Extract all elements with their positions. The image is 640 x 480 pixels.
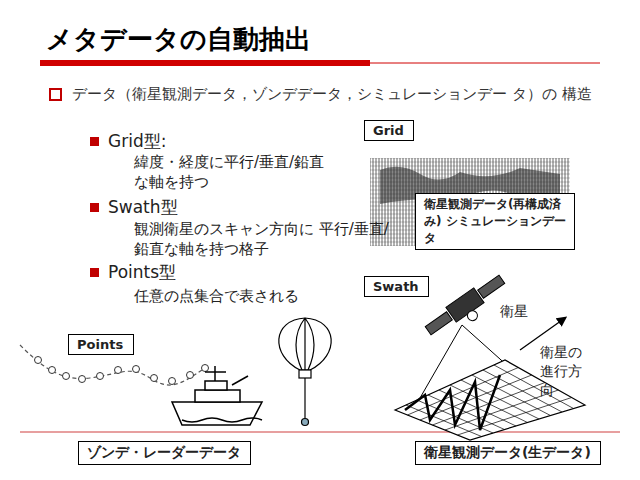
title-bar xyxy=(40,60,370,66)
bullet-text: データ（衛星観測データ，ゾンデデータ，シミュレーションデー タ）の 構造 xyxy=(72,84,592,104)
ship xyxy=(172,366,262,425)
node-text: 衛星観測データ(生データ) xyxy=(424,444,592,462)
node-text: ゾンデ・レーダーデータ xyxy=(87,444,242,462)
satellite xyxy=(423,272,512,346)
caption-box: 衛星観測データ(再構成済み) シミュレーションデータ xyxy=(415,193,575,250)
type-box: Grid xyxy=(364,120,414,141)
bullet-heading: Swath型 xyxy=(108,196,228,219)
node-text: 衛星観測データ(再構成済み) シミュレーションデータ xyxy=(424,196,566,247)
node-text: Points xyxy=(77,337,125,352)
node-text: Grid xyxy=(373,123,405,138)
type-box: Swath xyxy=(364,276,429,297)
bullet-body: 観測衛星のスキャン方向に 平行/垂直/鉛直な軸を持つ格子 xyxy=(134,219,394,260)
node-text: Swath xyxy=(373,279,420,294)
bullet-open xyxy=(50,89,61,100)
bullet xyxy=(90,137,99,146)
bullet-heading: Grid型: xyxy=(108,130,228,153)
bullet-body: 任意の点集合で表される xyxy=(134,286,354,306)
bottom-rule xyxy=(20,431,620,432)
type-box: Points xyxy=(68,334,134,355)
direction-label: 衛星の 進行方向 xyxy=(540,343,590,400)
slide-title: メタデータの自動抽出 xyxy=(46,22,311,57)
title-rule xyxy=(370,63,600,64)
bullet-body: 緯度・経度に平行/垂直/鉛直 な軸を持つ xyxy=(134,152,339,193)
satellite-label: 衛星 xyxy=(500,302,550,321)
grid-line xyxy=(458,398,572,436)
bullet xyxy=(90,203,99,212)
balloon xyxy=(279,318,331,426)
bullet-heading: Points型 xyxy=(108,261,228,284)
bullet xyxy=(90,268,99,277)
caption-box: 衛星観測データ(生データ) xyxy=(415,441,601,465)
caption-box: ゾンデ・レーダーデータ xyxy=(78,441,251,465)
